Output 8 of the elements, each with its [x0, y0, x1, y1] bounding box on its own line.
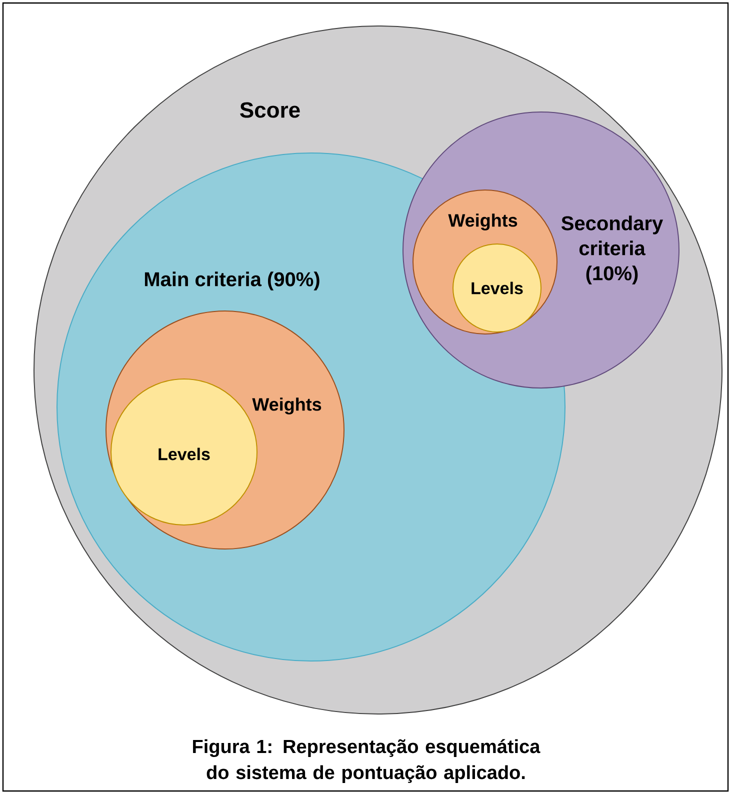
circle-label: Weights	[252, 398, 322, 414]
circle-label: Secondary criteria (10%)	[561, 216, 664, 284]
circle-label: Main criteria (90%)	[144, 272, 320, 290]
circle-label: Levels	[158, 448, 210, 460]
circle-label: Levels	[472, 282, 523, 294]
figure-caption: Figura 1: Representação esquemática do sistema de pontuação aplicado.	[193, 739, 540, 783]
circle-label: Score	[240, 102, 300, 118]
circle-label: Weights	[448, 214, 518, 230]
